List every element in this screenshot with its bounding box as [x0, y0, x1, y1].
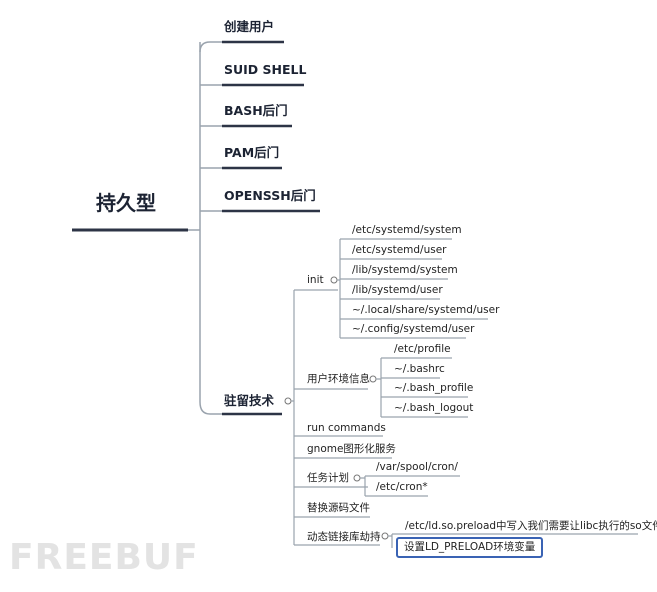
root-topic[interactable]: 持久型 [96, 191, 156, 215]
user-env-item[interactable]: /etc/profile [394, 343, 451, 355]
branch-create-user[interactable]: 创建用户 [224, 19, 275, 34]
node-gnome[interactable]: gnome图形化服务 [307, 443, 396, 455]
init-item[interactable]: /lib/systemd/system [352, 264, 458, 276]
node-cron[interactable]: 任务计划 [307, 472, 349, 484]
init-item[interactable]: /etc/systemd/user [352, 244, 447, 256]
node-ld-hijack[interactable]: 动态链接库劫持 [307, 531, 381, 543]
user-env-item[interactable]: ~/.bash_logout [394, 402, 474, 414]
init-item[interactable]: ~/.local/share/systemd/user [352, 304, 500, 316]
level2-spine [291, 290, 295, 545]
branch-pam-backdoor[interactable]: PAM后门 [224, 145, 280, 160]
init-item[interactable]: /lib/systemd/user [352, 284, 443, 296]
root-spine [188, 42, 201, 402]
freebuf-watermark: FREEBUF [9, 537, 199, 578]
cron-item[interactable]: /etc/cron* [376, 481, 428, 493]
node-run-commands[interactable]: run commands [307, 422, 386, 434]
user-env-item[interactable]: ~/.bashrc [394, 363, 445, 375]
branch-bash-backdoor[interactable]: BASH后门 [224, 103, 288, 118]
user-env-item[interactable]: ~/.bash_profile [394, 382, 474, 394]
node-user-env[interactable]: 用户环境信息 [307, 373, 370, 385]
node-replace-source[interactable]: 替换源码文件 [307, 502, 370, 514]
cron-item[interactable]: /var/spool/cron/ [376, 461, 458, 473]
collapse-dot [284, 397, 292, 405]
branch-suid-shell[interactable]: SUID SHELL [224, 62, 307, 77]
init-item[interactable]: /etc/systemd/system [352, 224, 462, 236]
ld-hijack-item[interactable]: /etc/ld.so.preload中写入我们需要让libc执行的so文件 [405, 520, 657, 532]
branch-connector [199, 41, 284, 53]
node-init[interactable]: init [307, 274, 324, 286]
branch-openssh-backdoor[interactable]: OPENSSH后门 [224, 188, 316, 203]
branch-residency[interactable]: 驻留技术 [224, 393, 275, 408]
init-item[interactable]: ~/.config/systemd/user [352, 323, 475, 335]
ld-preload-item-highlighted[interactable]: 设置LD_PRELOAD环境变量 [396, 537, 544, 558]
